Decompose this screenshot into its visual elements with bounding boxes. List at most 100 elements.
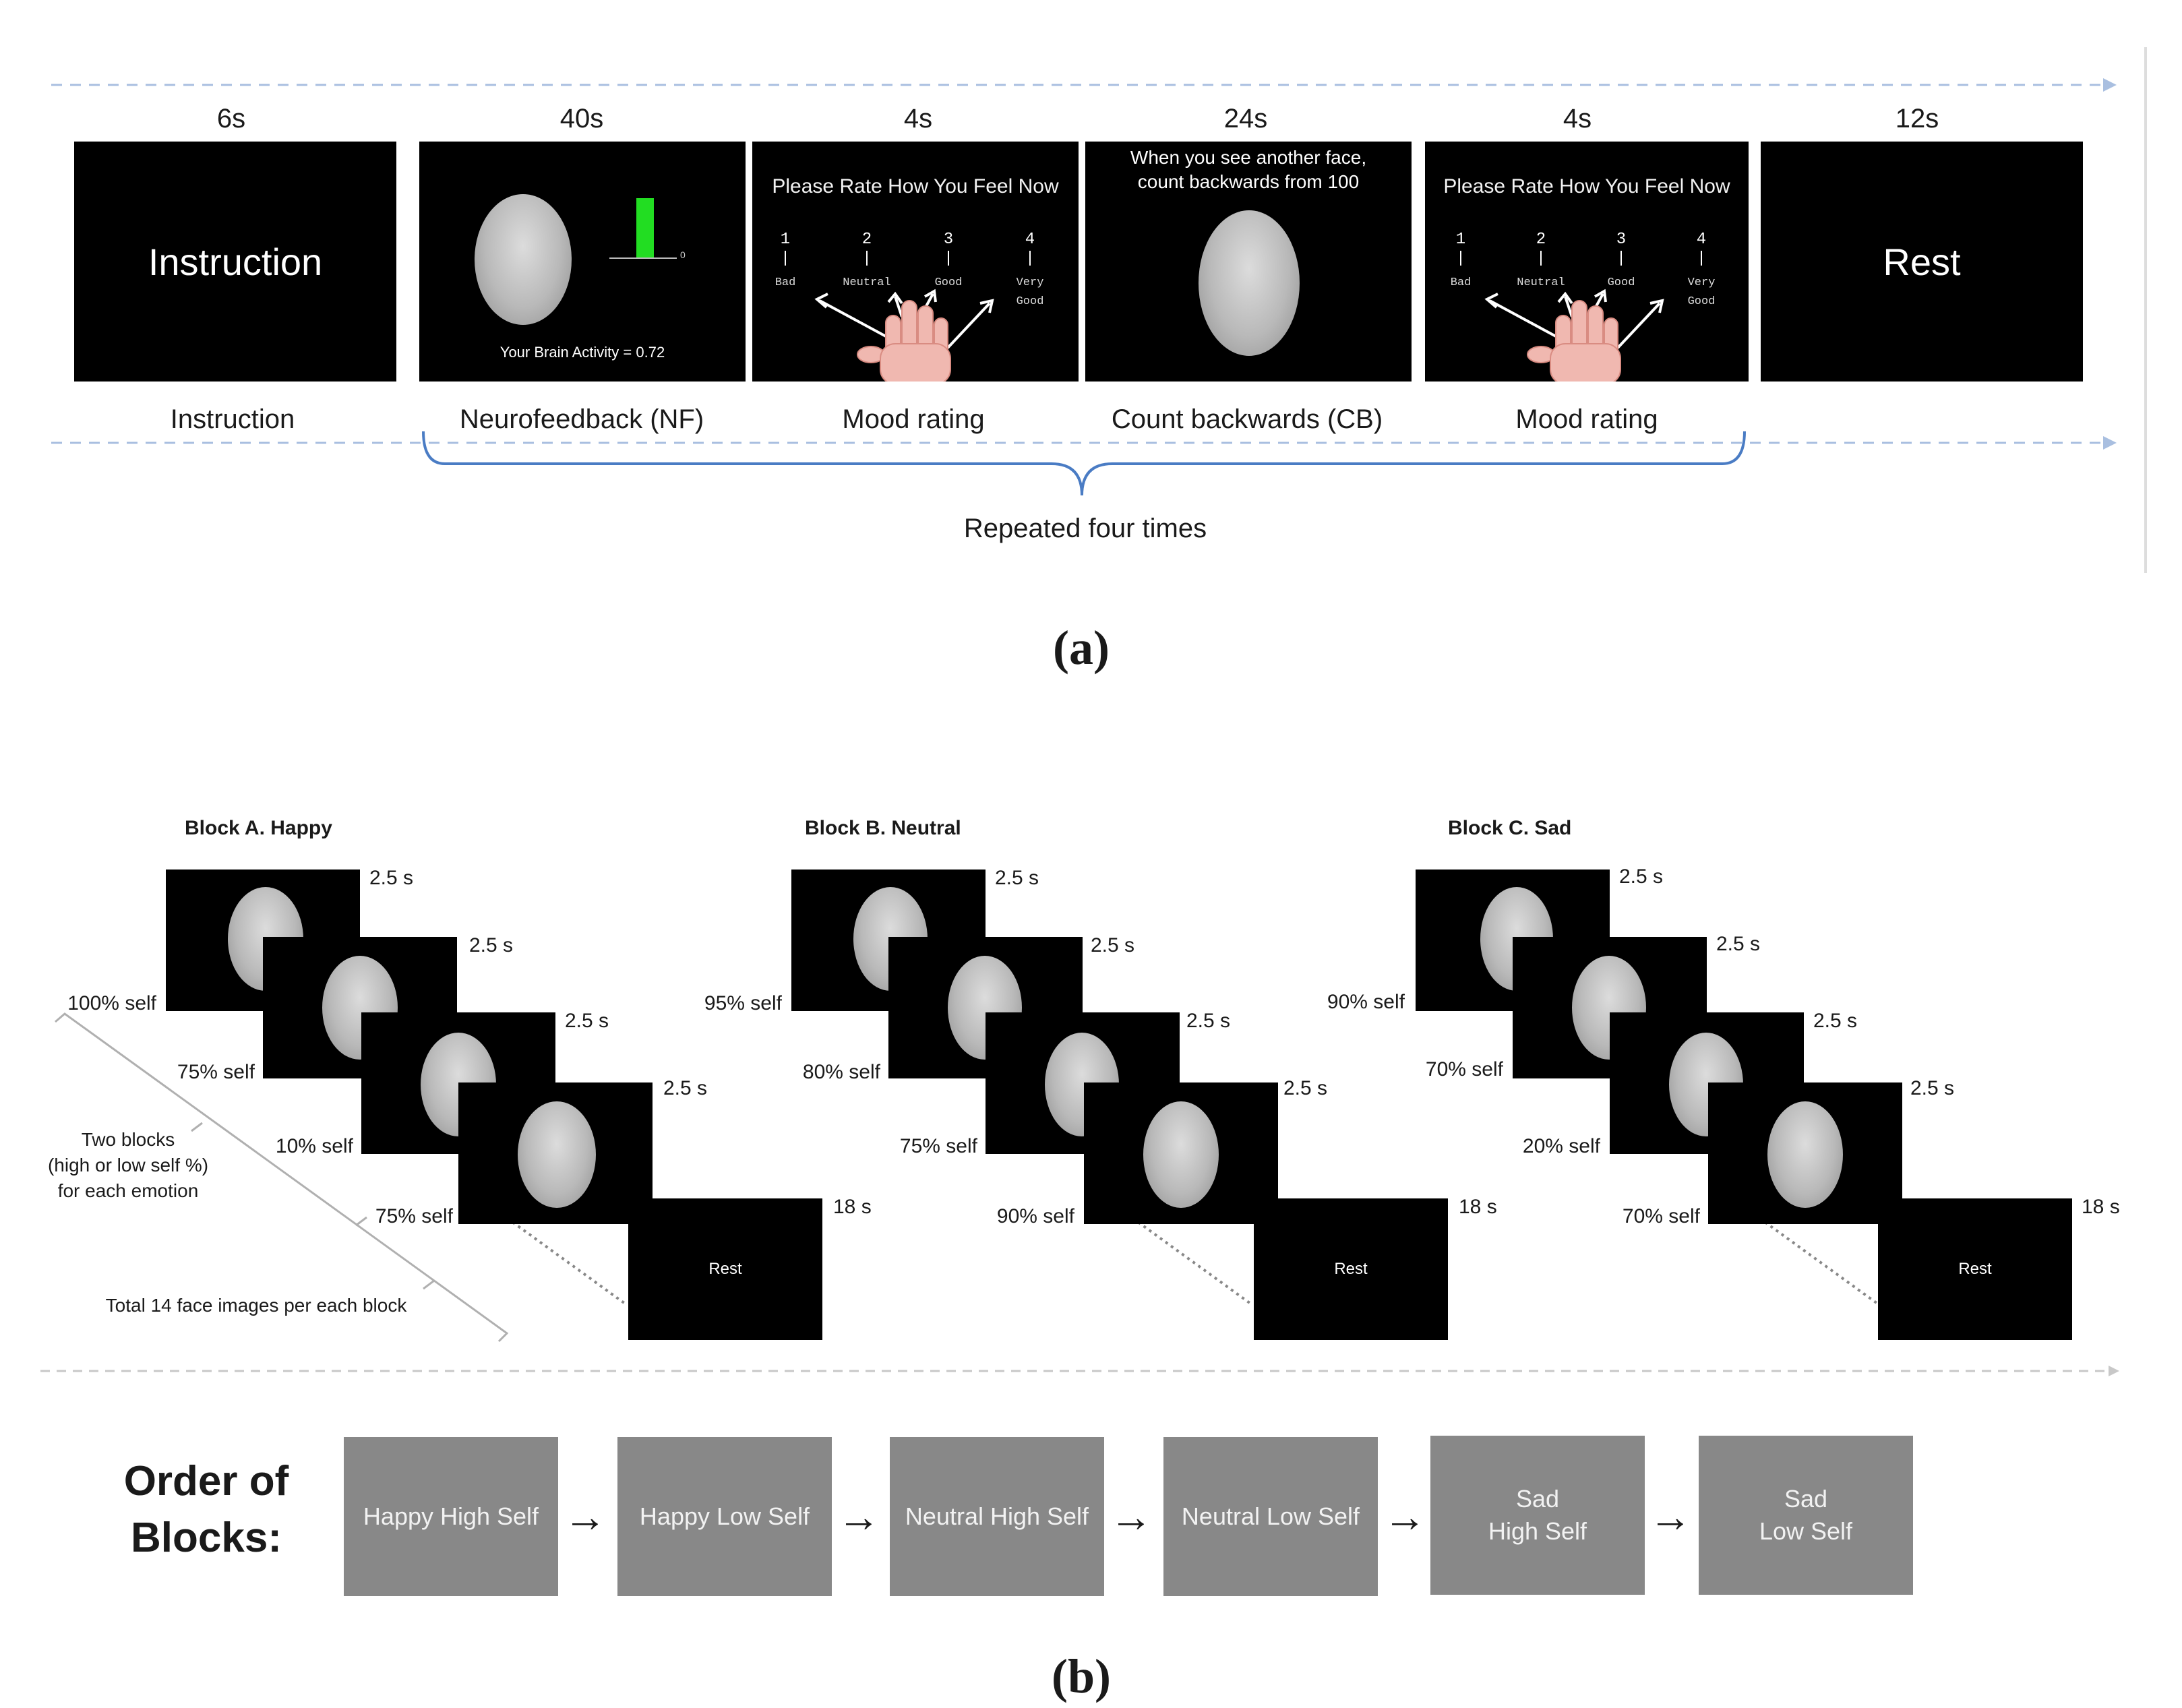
scale-tick-1 — [785, 251, 786, 266]
time-label: 2.5 s — [1716, 933, 1761, 955]
scale-label-bad: Bad — [775, 276, 796, 289]
order-title: Order of Blocks: — [123, 1458, 289, 1561]
scale-tick-2 — [866, 251, 868, 266]
arrow-icon: → — [1110, 1492, 1153, 1541]
rest-screen-text: Rest — [1883, 240, 1961, 283]
order-box-happy-high: Happy High Self — [344, 1437, 558, 1596]
time-label: 2.5 s — [663, 1077, 708, 1099]
scale-number-3: 3 — [943, 231, 954, 249]
percent-label: 90% self — [996, 1205, 1074, 1227]
hand-icon — [814, 288, 994, 382]
scale-number-2: 2 — [1536, 231, 1546, 249]
time-label: 2.5 s — [1910, 1077, 1955, 1099]
arrow-icon: → — [564, 1492, 607, 1541]
rest-screen: Rest — [1761, 142, 2083, 382]
scale-number-4: 4 — [1025, 231, 1035, 249]
scale-number-1: 1 — [780, 231, 791, 249]
time-label: 2.5 s — [469, 934, 514, 956]
scale-tick-4 — [1701, 251, 1702, 266]
percent-label: 75% self — [177, 1061, 255, 1083]
panel-b-label: (b) — [1052, 1649, 1111, 1703]
mood-rating-screen-2: Please Rate How You Feel Now 1 2 3 4 Bad… — [1425, 142, 1749, 382]
mood-rating-screen-1: Please Rate How You Feel Now 1 2 3 4 Bad… — [752, 142, 1079, 382]
arrow-icon: → — [1649, 1492, 1692, 1541]
neurofeedback-screen: 0 Your Brain Activity = 0.72 — [419, 142, 746, 382]
scale-tick-3 — [1620, 251, 1622, 266]
duration-cb: 24s — [1223, 104, 1268, 133]
time-label: 2.5 s — [565, 1010, 609, 1032]
duration-rating-1: 4s — [903, 104, 933, 133]
percent-label: 75% self — [375, 1205, 453, 1227]
arrow-icon: → — [837, 1492, 880, 1541]
caption-instruction: Instruction — [170, 404, 295, 434]
scale-tick-3 — [948, 251, 949, 266]
cb-instruction-line-1: When you see another face, — [1130, 147, 1367, 168]
rest-frame: Rest — [1878, 1198, 2072, 1340]
caption-mood-rating-1: Mood rating — [842, 404, 985, 434]
block-a-title: Block A. Happy — [185, 817, 332, 839]
time-label: 2.5 s — [1619, 865, 1664, 888]
instruction-screen: Instruction — [74, 142, 396, 382]
percent-label: 90% self — [1327, 991, 1405, 1013]
scale-label-very-good: Very Good — [1687, 276, 1716, 308]
face-image — [475, 194, 572, 325]
arrow-icon: → — [1383, 1492, 1426, 1541]
time-label: 18 s — [833, 1196, 872, 1218]
percent-label: 10% self — [275, 1135, 353, 1157]
scale-tick-1 — [1460, 251, 1461, 266]
percent-label: 70% self — [1622, 1205, 1700, 1227]
time-label: 2.5 s — [1186, 1010, 1231, 1032]
block-c-title: Block C. Sad — [1448, 817, 1572, 839]
face-image — [518, 1101, 596, 1208]
scale-label-neutral: Neutral — [1517, 276, 1565, 289]
percent-label: 70% self — [1425, 1058, 1503, 1080]
face-image — [1199, 210, 1300, 356]
scale-number-2: 2 — [861, 231, 872, 249]
percent-label: 100% self — [67, 992, 156, 1014]
time-label: 18 s — [2082, 1196, 2120, 1218]
duration-instruction: 6s — [216, 104, 246, 133]
duration-nf: 40s — [559, 104, 604, 133]
caption-mood-rating-2: Mood rating — [1515, 404, 1658, 434]
scale-label-neutral: Neutral — [843, 276, 891, 289]
scale-number-4: 4 — [1696, 231, 1707, 249]
order-box-happy-low: Happy Low Self — [617, 1437, 832, 1596]
scale-number-3: 3 — [1616, 231, 1627, 249]
rest-frame: Rest — [1254, 1198, 1448, 1340]
scale-label-bad: Bad — [1450, 276, 1472, 289]
note-two-blocks: Two blocks (high or low self %) for each… — [47, 1129, 209, 1201]
scale-tick-2 — [1540, 251, 1542, 266]
percent-label: 80% self — [802, 1061, 880, 1083]
time-label: 2.5 s — [1283, 1077, 1328, 1099]
rating-title: Please Rate How You Feel Now — [772, 175, 1059, 197]
duration-rest: 12s — [1895, 104, 1939, 133]
face-frame — [1084, 1082, 1278, 1224]
percent-label: 20% self — [1522, 1135, 1600, 1157]
rest-frame: Rest — [628, 1198, 822, 1340]
order-box-sad-low: Sad Low Self — [1699, 1436, 1913, 1595]
time-label: 2.5 s — [369, 867, 414, 889]
time-label: 18 s — [1459, 1196, 1497, 1218]
duration-rating-2: 4s — [1563, 104, 1592, 133]
caption-count-backwards: Count backwards (CB) — [1111, 404, 1383, 434]
scale-label-very-good: Very Good — [1016, 276, 1044, 308]
face-image — [1767, 1101, 1843, 1208]
note-total-images: Total 14 face images per each block — [105, 1295, 407, 1316]
face-frame — [458, 1082, 653, 1224]
count-backwards-screen: When you see another face, count backwar… — [1085, 142, 1412, 382]
scale-label-good: Good — [934, 276, 963, 289]
order-box-neutral-high: Neutral High Self — [890, 1437, 1104, 1596]
time-label: 2.5 s — [995, 867, 1039, 889]
bar-zero-label: 0 — [680, 249, 686, 260]
caption-neurofeedback: Neurofeedback (NF) — [459, 404, 704, 434]
hand-icon — [1484, 288, 1664, 382]
brain-activity-bar — [636, 198, 654, 257]
scale-number-1: 1 — [1455, 231, 1466, 249]
cb-instruction-line-2: count backwards from 100 — [1137, 171, 1360, 192]
percent-label: 95% self — [704, 992, 782, 1014]
repeat-label: Repeated four times — [963, 514, 1207, 543]
time-label: 2.5 s — [1813, 1010, 1858, 1032]
instruction-screen-text: Instruction — [148, 240, 323, 283]
face-frame — [1708, 1082, 1902, 1224]
